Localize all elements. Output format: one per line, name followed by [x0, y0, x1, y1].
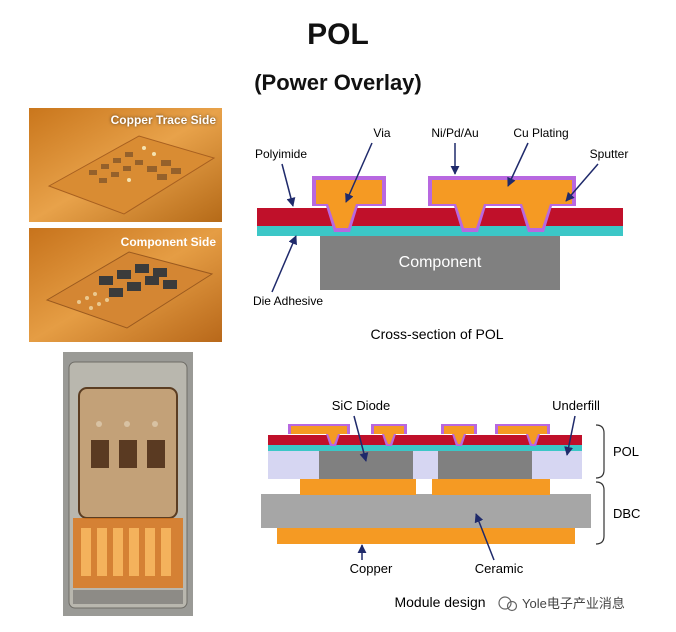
watermark: Yole电子产业消息 [499, 596, 625, 611]
pol-bracket-label: POL [613, 444, 639, 459]
polyimide-arrow [282, 164, 293, 206]
sic-diode-right [438, 451, 532, 479]
sic-diode-label: SiC Diode [332, 398, 391, 413]
underfill-layer [268, 451, 582, 479]
module-design-caption: Module design [394, 594, 485, 610]
sic-diode-left [319, 451, 413, 479]
nipdau-label: Ni/Pd/Au [431, 126, 478, 140]
copper-top-right [432, 479, 550, 495]
underfill-label: Underfill [552, 398, 600, 413]
dbc-bracket-label: DBC [613, 506, 640, 521]
component-label: Component [399, 254, 482, 271]
watermark-text: Yole电子产业消息 [522, 596, 625, 611]
polyimide-label: Polyimide [255, 147, 307, 161]
cross-section-caption: Cross-section of POL [370, 326, 503, 342]
sputter-label: Sputter [590, 147, 629, 161]
ceramic-label: Ceramic [475, 561, 524, 576]
copper-bottom-layer [277, 528, 575, 544]
ceramic-layer [261, 494, 591, 528]
polyimide-layer [257, 208, 623, 226]
cu-plating-label: Cu Plating [513, 126, 568, 140]
die-adhesive-arrow [272, 236, 296, 292]
die-adhesive-label: Die Adhesive [253, 294, 323, 308]
copper-label: Copper [350, 561, 393, 576]
pol-bracket [596, 425, 604, 478]
copper-top-left [300, 479, 416, 495]
dbc-bracket [596, 482, 604, 544]
via-label: Via [373, 126, 390, 140]
